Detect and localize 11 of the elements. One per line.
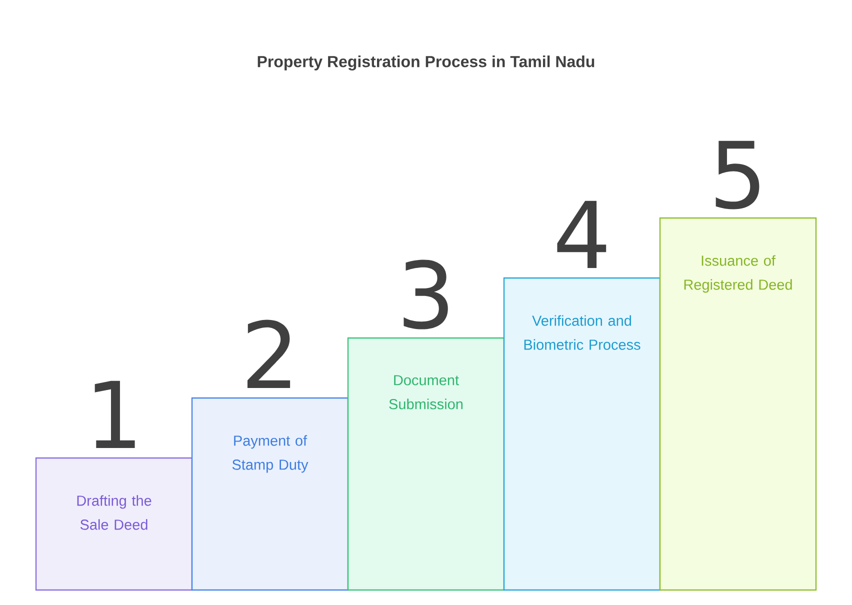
- title: Property Registration Process in Tamil Nadu: [258, 56, 594, 70]
- step-label: Drafting the Sale Deed: [77, 495, 152, 530]
- step-number: 2: [247, 320, 290, 388]
- step-number: 3: [404, 260, 448, 330]
- step-label: Document Submission: [389, 375, 463, 410]
- step-label: Payment of Stamp Duty: [232, 435, 308, 473]
- step-label: Issuance of Registered Deed: [684, 255, 792, 293]
- step-number: 5: [716, 140, 760, 210]
- step-label: Verification and Biometric Process: [524, 315, 640, 350]
- step-number: 1: [94, 380, 135, 448]
- step-number: 4: [557, 200, 606, 268]
